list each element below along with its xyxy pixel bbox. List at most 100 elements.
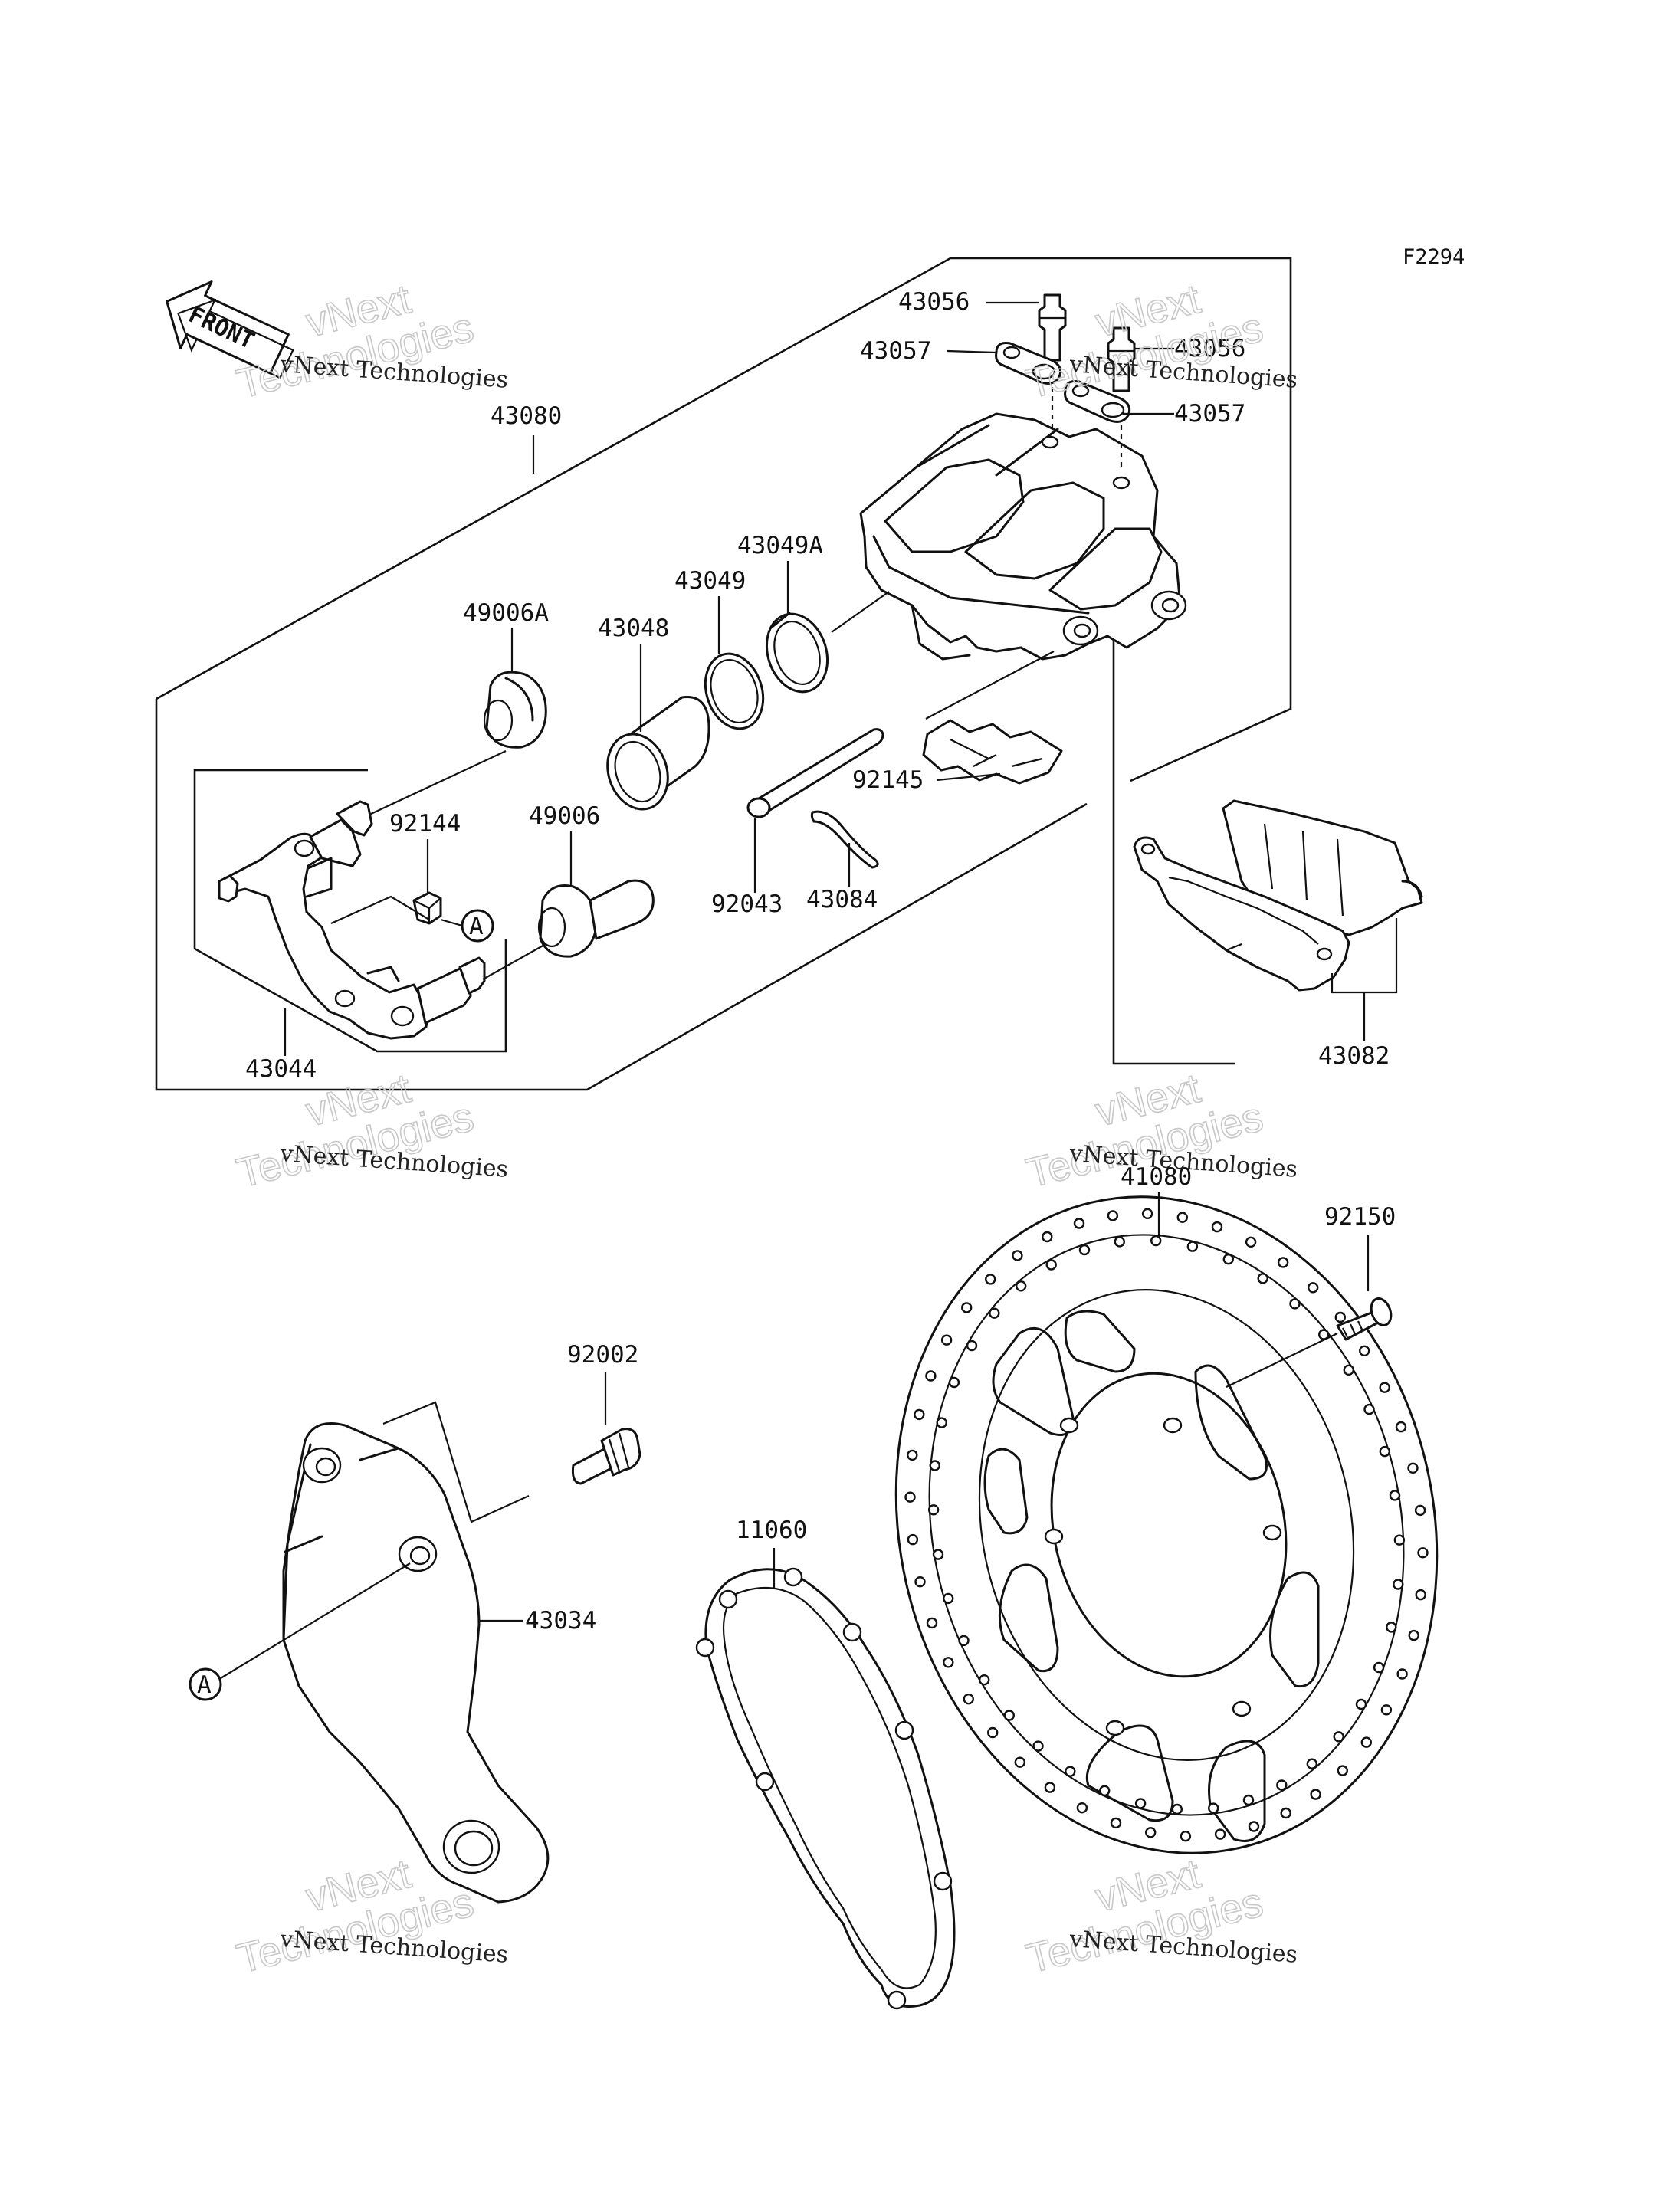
label-43044: 43044 (245, 1055, 317, 1083)
clip-92144-guide (330, 895, 430, 925)
callout-a-lower: A (189, 1667, 222, 1701)
disc-drill-hole (1408, 1629, 1419, 1641)
disc-drill-hole (904, 1491, 916, 1503)
disc-drill-hole (1307, 1282, 1319, 1294)
seal-43049 (704, 652, 765, 730)
disc-drill-hole (1379, 1445, 1391, 1458)
caliper-assembly-frame (156, 257, 1292, 782)
gasket-11060 (695, 1567, 956, 2010)
callout-a-upper: A (461, 909, 494, 943)
disc-drill-hole (966, 1340, 978, 1352)
disc-drill-hole (1014, 1756, 1026, 1768)
disc-drill-hole (942, 1592, 954, 1605)
disc-drill-hole (948, 1376, 960, 1389)
spring-92145 (922, 719, 1063, 785)
disc-drill-hole (1417, 1547, 1429, 1559)
disc-drill-hole (1214, 1828, 1226, 1840)
disc-drill-hole (1355, 1698, 1367, 1710)
disc-drill-hole (1065, 1766, 1076, 1777)
pads-bracket-lead (1331, 918, 1398, 994)
disc-drill-hole (1363, 1403, 1375, 1415)
disc-drill-hole (1310, 1789, 1321, 1800)
label-43049: 43049 (674, 567, 746, 595)
disc-drill-hole (936, 1417, 947, 1428)
bracket-43044 (218, 800, 486, 1040)
disc-drill-hole (1358, 1345, 1370, 1357)
disc-drill-hole (1171, 1803, 1183, 1815)
boot-49006 (537, 879, 655, 958)
disc-drill-hole (1003, 1710, 1016, 1721)
disc-drill-hole (1073, 1218, 1085, 1229)
disc-drill-hole (1098, 1785, 1111, 1797)
disc-drill-hole (1373, 1661, 1385, 1674)
bleed-valve-1 (1038, 293, 1067, 362)
disc-drill-hole (907, 1449, 918, 1461)
disc-drill-hole (932, 1549, 944, 1560)
disc-drill-hole (1306, 1758, 1318, 1769)
label-43056-a: 43056 (898, 288, 970, 316)
bolt-92150 (1336, 1297, 1393, 1341)
disc-drill-hole (1393, 1579, 1404, 1590)
washer-1 (995, 342, 1062, 385)
disc-drill-hole (1407, 1462, 1419, 1474)
disc-drill-hole (1389, 1490, 1401, 1501)
disc-drill-hole (1414, 1504, 1426, 1517)
disc-drill-hole (1333, 1731, 1344, 1743)
disc-drill-hole (1114, 1236, 1126, 1248)
disc-drill-hole (940, 1334, 953, 1346)
clip-43084 (810, 810, 879, 869)
disc-drill-hole (907, 1533, 919, 1546)
disc-drill-hole (1078, 1244, 1091, 1256)
disc-drill-hole (1186, 1241, 1199, 1252)
label-11060: 11060 (736, 1517, 807, 1544)
label-92150: 92150 (1324, 1203, 1396, 1231)
label-43048: 43048 (598, 615, 669, 642)
disc-drill-hole (1276, 1779, 1288, 1791)
disc-drill-hole (1415, 1589, 1426, 1601)
label-41080: 41080 (1121, 1163, 1192, 1191)
disc-drill-hole (1076, 1802, 1088, 1814)
disc-drill-hole (958, 1635, 970, 1647)
caliper-body (859, 412, 1187, 661)
label-49006A: 49006A (463, 599, 549, 627)
disc-drill-hole (1396, 1668, 1408, 1680)
disc-drill-hole (1012, 1250, 1023, 1261)
disc-drill-hole (1045, 1259, 1057, 1271)
disc-drill-hole (1379, 1382, 1390, 1393)
disc-drill-hole (1207, 1802, 1219, 1814)
disc-drill-hole (963, 1693, 975, 1705)
disc-drill-hole (1257, 1273, 1268, 1284)
caliper-assembly-frame-lower (155, 699, 1088, 1091)
label-43049A: 43049A (737, 532, 823, 559)
callout-a-label: A (469, 913, 484, 940)
disc-drill-hole (914, 1576, 926, 1588)
label-92002: 92002 (567, 1341, 638, 1369)
disc-drill-hole (1144, 1827, 1157, 1838)
disc-drill-hole (929, 1460, 940, 1471)
disc-drill-hole (1242, 1794, 1255, 1806)
disc-drill-hole (1380, 1704, 1393, 1716)
label-92144: 92144 (389, 810, 461, 838)
label-43056-b: 43056 (1174, 335, 1245, 362)
disc-drill-hole (1222, 1253, 1235, 1265)
disc-drill-hole (1110, 1817, 1122, 1829)
disc-drill-hole (1386, 1622, 1397, 1633)
disc-drill-hole (1176, 1212, 1189, 1223)
bolt-92002 (572, 1428, 641, 1485)
disc-drill-holes (904, 1208, 1429, 1842)
disc-drill-hole (984, 1274, 996, 1285)
disc-drill-hole (1107, 1210, 1119, 1221)
diagram-code: F2294 (1403, 245, 1465, 269)
disc-drill-hole (986, 1726, 999, 1739)
disc-drill-hole (914, 1408, 925, 1421)
disc-drill-hole (1211, 1221, 1223, 1233)
seal-43049A (765, 612, 829, 694)
disc-drill-hole (1032, 1740, 1044, 1752)
disc-drill-hole (1280, 1807, 1291, 1819)
disc-drill-hole (1044, 1782, 1056, 1793)
brake-disc-41080 (894, 1195, 1439, 1854)
